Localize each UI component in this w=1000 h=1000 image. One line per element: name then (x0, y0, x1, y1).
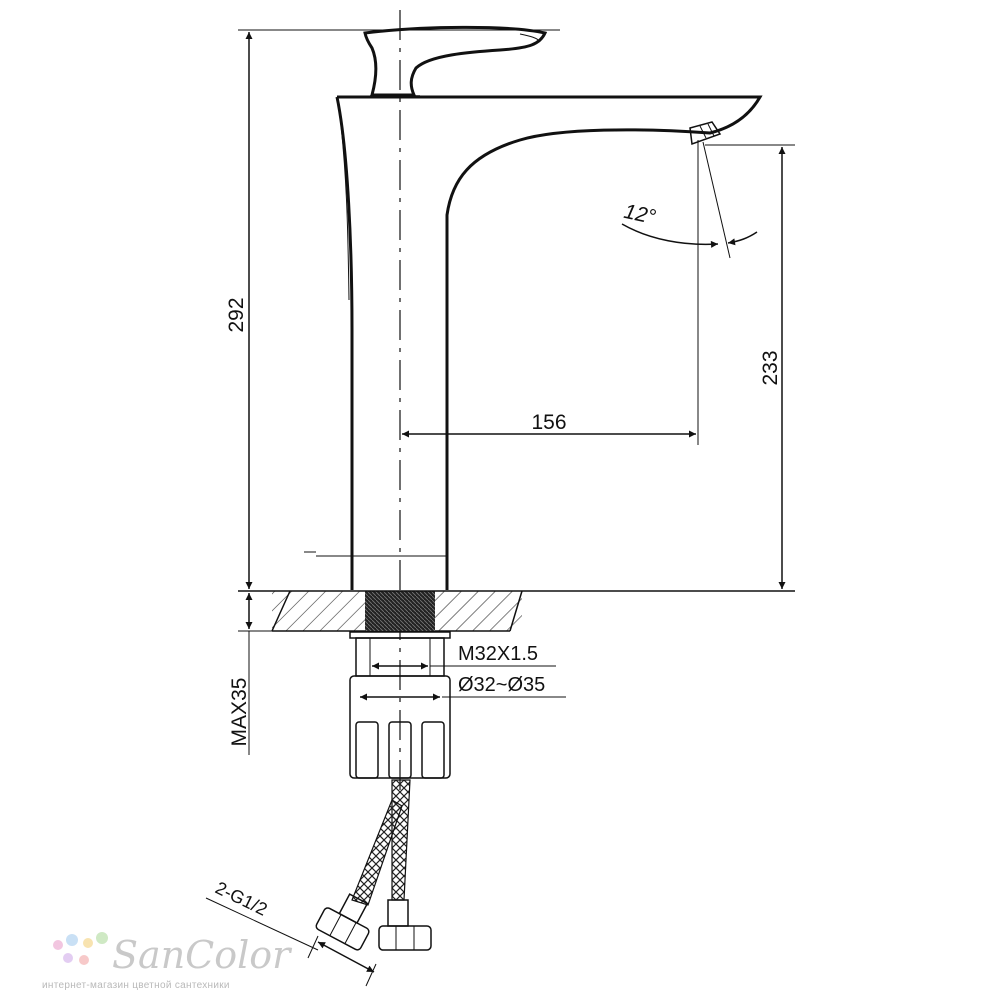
dimension-hose (205, 897, 377, 987)
dimension-156-label: 156 (531, 411, 566, 434)
mounting-thread (365, 591, 435, 631)
logo-dot (63, 953, 73, 963)
dimension-max35 (238, 593, 272, 755)
supply-hoses (315, 779, 432, 951)
fixing-nut (349, 631, 451, 779)
dimension-max35-label: MAX35 (228, 678, 251, 747)
logo-dot (66, 934, 78, 946)
aerator (689, 121, 722, 146)
dimension-292 (238, 29, 560, 589)
dimension-233 (705, 144, 795, 589)
dimension-292-label: 292 (225, 297, 248, 332)
hole-diameter-label: Ø32~Ø35 (458, 674, 545, 696)
logo-dot (79, 955, 89, 965)
dimension-thread (360, 662, 566, 701)
watermark-logo: SanColor интернет-магазин цветной сантех… (42, 932, 293, 991)
spout-outline (337, 95, 763, 590)
dimension-156 (402, 140, 699, 445)
faucet-body (304, 25, 763, 590)
angle-12 (621, 141, 758, 259)
angle-12-label: 12° (622, 200, 658, 229)
hose-label: 2-G1/2 (212, 878, 270, 920)
watermark-tagline: интернет-магазин цветной сантехники (42, 980, 230, 991)
thread-label: M32X1.5 (458, 643, 538, 665)
watermark-brand: SanColor (112, 933, 293, 977)
logo-dot (83, 938, 93, 948)
logo-dot (53, 940, 63, 950)
dimension-233-label: 233 (759, 350, 782, 385)
countertop-section (238, 590, 795, 632)
lever-handle (363, 25, 548, 97)
logo-dot (96, 932, 108, 944)
